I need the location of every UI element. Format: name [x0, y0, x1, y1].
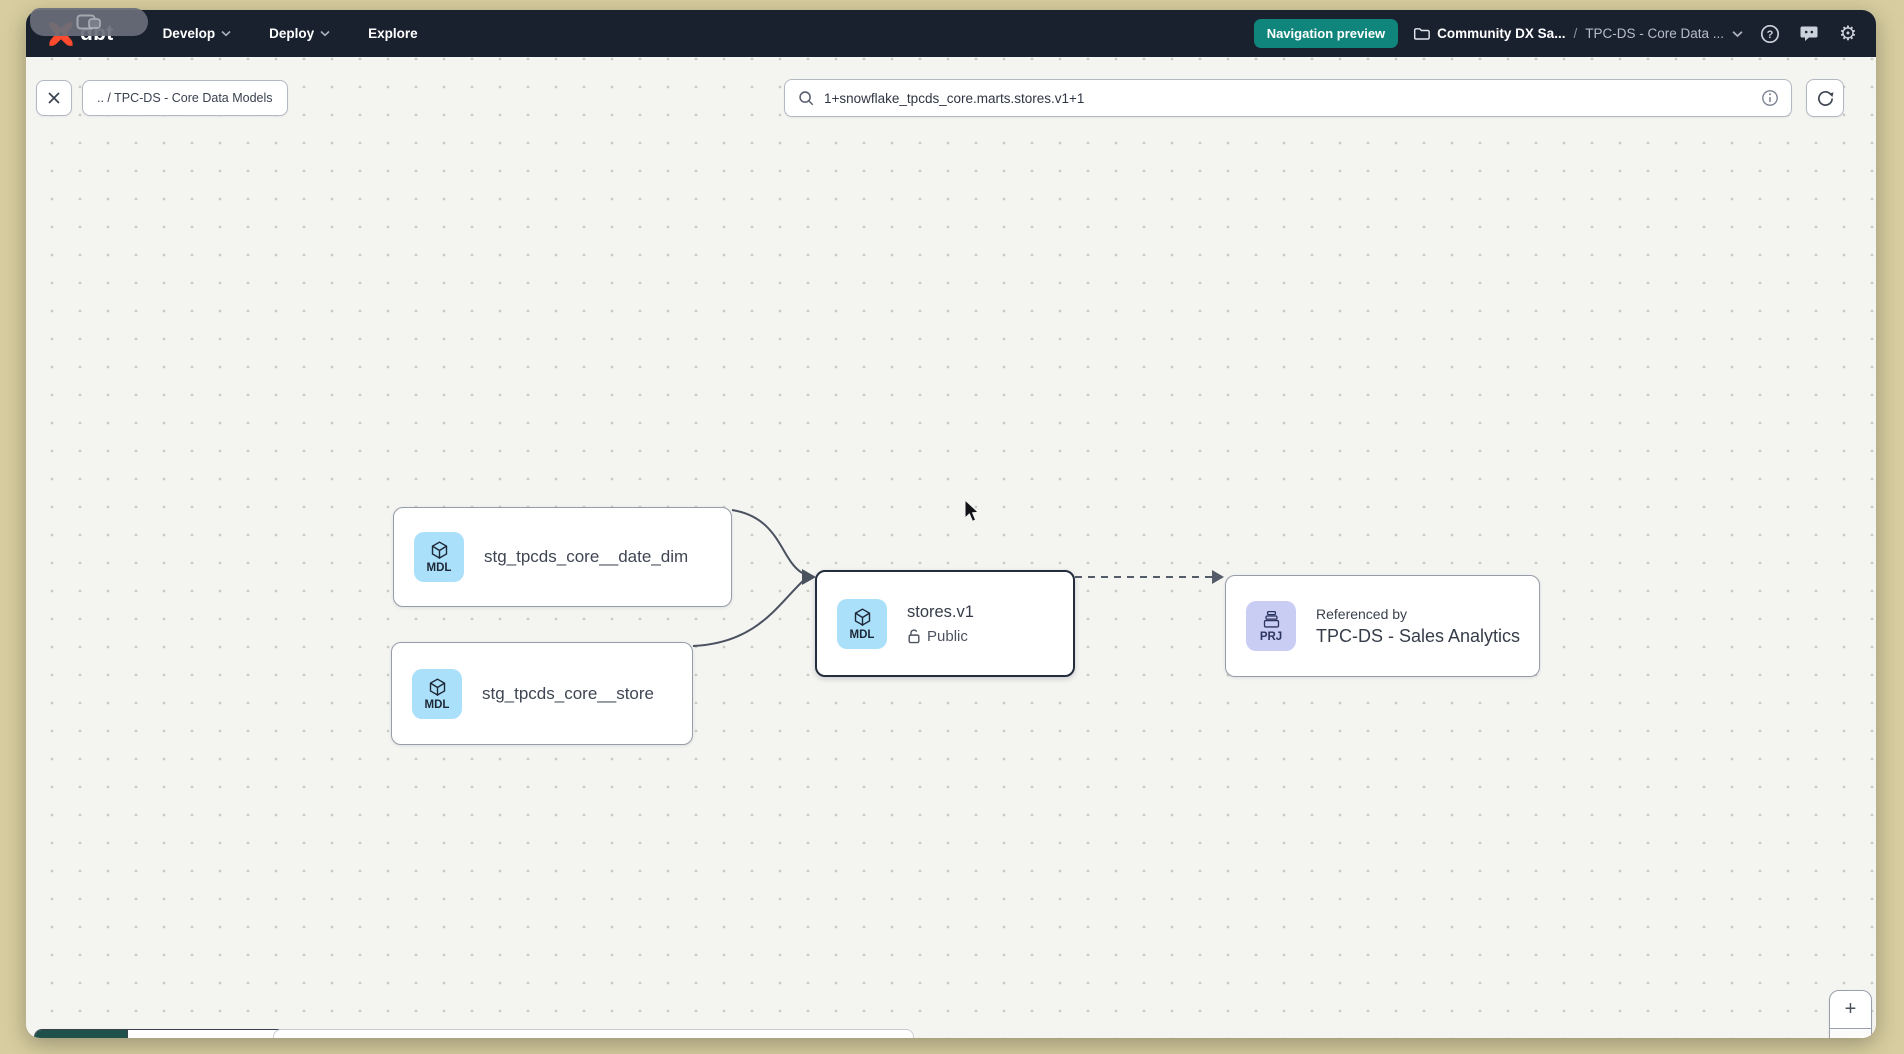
node-access: Public: [907, 628, 974, 645]
feedback-button[interactable]: [1797, 22, 1821, 46]
lineage-path-chip[interactable]: .. / TPC-DS - Core Data Models: [82, 80, 288, 116]
close-icon: [47, 91, 61, 105]
nav-item-deploy[interactable]: Deploy: [269, 26, 330, 41]
navbar-right: Navigation preview Community DX Sa... / …: [1254, 19, 1860, 48]
node-label: stg_tpcds_core__store: [482, 684, 654, 704]
app-window: dbt Develop Deploy Explore Navigation pr…: [26, 10, 1876, 1038]
archive-icon: [1261, 609, 1282, 630]
top-navbar: dbt Develop Deploy Explore Navigation pr…: [26, 10, 1876, 57]
chevron-down-icon[interactable]: [1732, 30, 1743, 38]
nav-item-label: Explore: [368, 26, 418, 41]
nav-item-explore[interactable]: Explore: [368, 26, 418, 41]
resource-legend: Model Source Snapshot Seed Metric Semant…: [273, 1029, 914, 1038]
lineage-edges: [26, 57, 1876, 1038]
nav-item-label: Deploy: [269, 26, 314, 41]
nav-item-develop[interactable]: Develop: [163, 26, 232, 41]
navigation-preview-badge[interactable]: Navigation preview: [1254, 19, 1398, 48]
feedback-icon: [1799, 24, 1819, 43]
resource-graph-icon: [140, 1038, 158, 1039]
lineage-path-label: .. / TPC-DS - Core Data Models: [97, 91, 273, 105]
node-access-label: Public: [927, 628, 968, 645]
node-stores-v1[interactable]: MDL stores.v1 Public: [815, 570, 1075, 677]
node-label: stg_tpcds_core__date_dim: [484, 547, 688, 567]
node-stg-tpcds-core-store[interactable]: MDL stg_tpcds_core__store: [391, 642, 693, 745]
project-badge: PRJ: [1246, 601, 1296, 651]
unlock-icon: [907, 628, 921, 644]
node-title: stores.v1: [907, 603, 974, 622]
chevron-down-icon: [221, 30, 231, 37]
refresh-icon: [1816, 89, 1835, 108]
badge-label: MDL: [427, 562, 452, 574]
page-breadcrumb[interactable]: TPC-DS - Core Data ...: [1585, 26, 1724, 41]
search-value: 1+snowflake_tpcds_core.marts.stores.v1+1: [824, 91, 1752, 106]
badge-label: MDL: [850, 629, 875, 641]
screen-share-tab: [30, 8, 148, 36]
search-icon: [797, 89, 815, 107]
cube-icon: [429, 540, 450, 561]
node-stg-tpcds-core-date-dim[interactable]: MDL stg_tpcds_core__date_dim: [393, 507, 732, 607]
breadcrumb-separator: /: [1573, 26, 1577, 41]
breadcrumb: Community DX Sa... / TPC-DS - Core Data …: [1413, 26, 1743, 41]
model-badge: MDL: [414, 532, 464, 582]
project-breadcrumb-label: Community DX Sa...: [1437, 26, 1565, 41]
node-tpcds-sales-analytics[interactable]: PRJ Referenced by TPC-DS - Sales Analyti…: [1225, 575, 1540, 677]
badge-label: PRJ: [1260, 631, 1282, 643]
lineage-canvas[interactable]: .. / TPC-DS - Core Data Models 1+snowfla…: [26, 57, 1876, 1038]
badge-label: MDL: [425, 699, 450, 711]
close-button[interactable]: [36, 80, 72, 116]
chevron-down-icon: [320, 30, 330, 37]
zoom-controls: + −: [1829, 990, 1872, 1038]
lenses-button[interactable]: Lenses: [35, 1030, 127, 1038]
nav-item-label: Develop: [163, 26, 216, 41]
gear-icon: ⚙: [1839, 24, 1857, 44]
cube-icon: [427, 677, 448, 698]
zoom-in-button[interactable]: +: [1830, 991, 1871, 1028]
project-breadcrumb[interactable]: Community DX Sa...: [1413, 26, 1565, 41]
info-icon[interactable]: [1761, 89, 1779, 107]
refresh-button[interactable]: [1806, 79, 1844, 117]
folder-icon: [1413, 26, 1430, 41]
mouse-cursor: [26, 57, 1876, 1038]
search-input[interactable]: 1+snowflake_tpcds_core.marts.stores.v1+1: [784, 79, 1792, 117]
node-title: TPC-DS - Sales Analytics: [1316, 626, 1520, 647]
zoom-out-button[interactable]: −: [1830, 1028, 1871, 1038]
cube-icon: [852, 607, 873, 628]
svg-text:?: ?: [1767, 29, 1774, 41]
settings-button[interactable]: ⚙: [1836, 22, 1860, 46]
model-badge: MDL: [837, 599, 887, 649]
help-button[interactable]: ?: [1758, 22, 1782, 46]
window-preview-icon: [76, 14, 102, 30]
model-badge: MDL: [412, 669, 462, 719]
node-kicker: Referenced by: [1316, 606, 1520, 622]
help-icon: ?: [1760, 24, 1780, 44]
lenses-control: Lenses Resource type: [34, 1029, 287, 1038]
resource-type-dropdown[interactable]: Resource type: [127, 1030, 287, 1038]
